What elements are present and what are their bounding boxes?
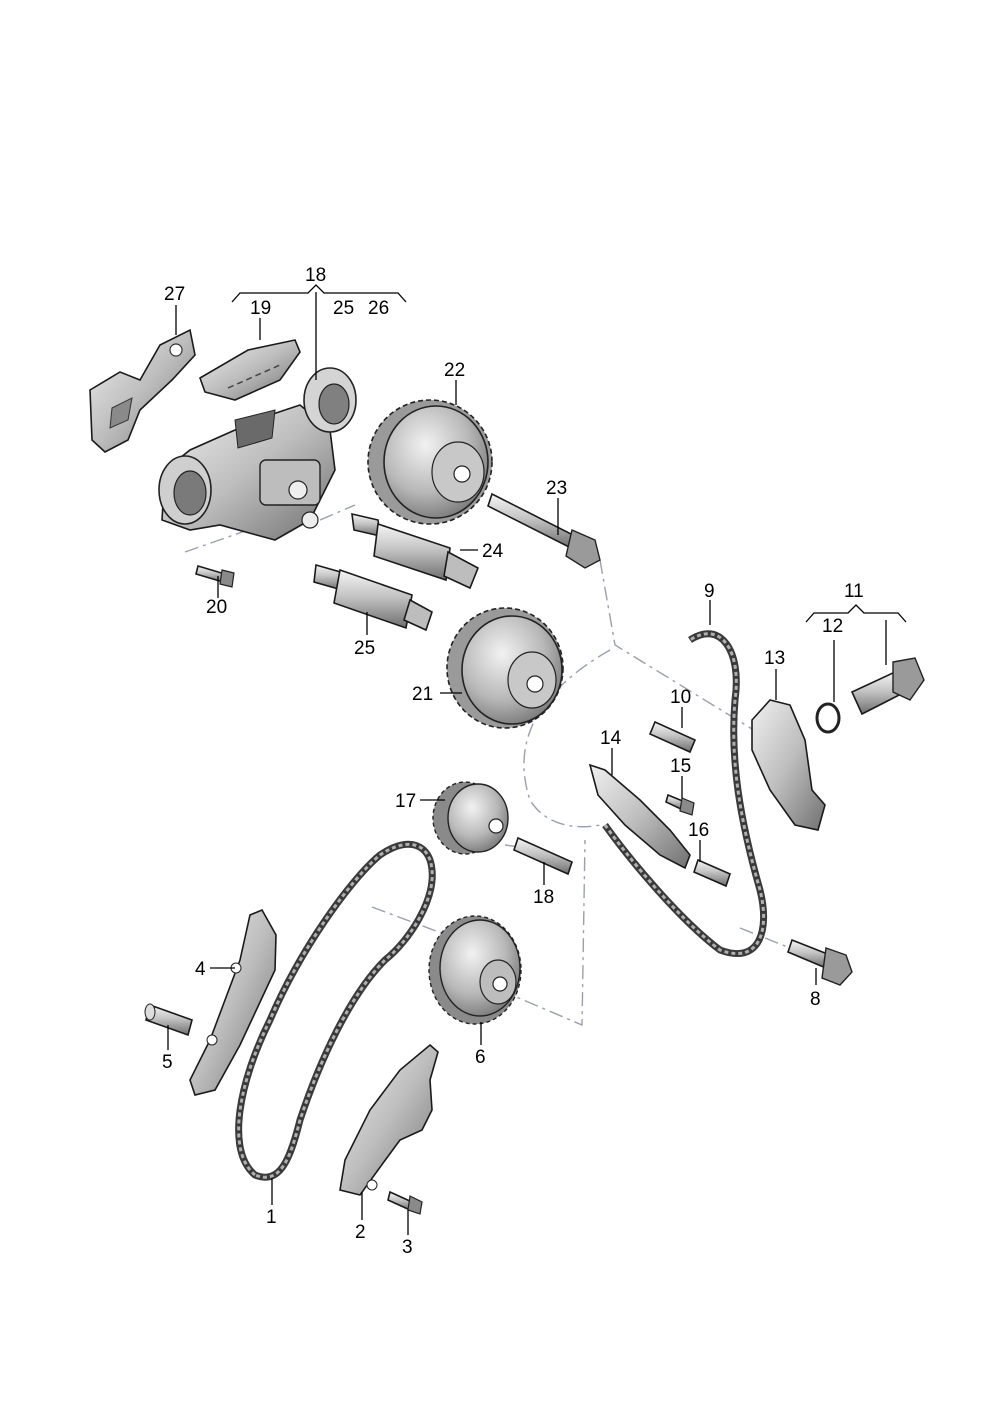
callout-24: 23: [546, 478, 567, 499]
callout-5: 5: [162, 1052, 173, 1073]
callout-26: 25: [354, 638, 375, 659]
callout-16: 16: [688, 820, 709, 841]
callout-2: 2: [355, 1222, 366, 1243]
part-1-timing-chain: [235, 840, 436, 1181]
callout-23: 22: [444, 360, 465, 381]
part-17-sprocket: [432, 781, 509, 855]
part-27-gasket: [89, 328, 196, 453]
part-16-bolt: [693, 858, 731, 888]
callout-19-25: 25: [333, 298, 354, 319]
callout-13: 13: [764, 648, 785, 669]
part-13-tensioner-rail: [751, 699, 826, 831]
part-8-bolt: [787, 938, 853, 986]
part-21-bolt: [195, 564, 235, 588]
callout-19-26: 26: [368, 298, 389, 319]
callout-9: 9: [704, 581, 715, 602]
callout-27: 27: [164, 284, 185, 305]
callout-10: 10: [670, 687, 691, 708]
part-10-pin: [648, 720, 697, 754]
part-19-camshaft-housing: [158, 367, 357, 541]
part-3-bolt: [387, 1190, 423, 1215]
part-23-camshaft-adjuster: [367, 399, 493, 525]
callout-15: 15: [670, 756, 691, 777]
part-4-guide-rail: [189, 908, 277, 1096]
leader-lines: [167, 284, 907, 1235]
part-6-crankshaft-sprocket: [428, 915, 522, 1025]
callout-3: 3: [402, 1237, 413, 1258]
callout-4: 4: [195, 959, 206, 980]
callout-6: 6: [475, 1047, 486, 1068]
callout-14: 14: [600, 728, 622, 749]
part-20-cover-plate: [199, 339, 301, 401]
part-18-shaft: [513, 836, 573, 876]
part-24-central-bolt: [487, 492, 601, 569]
callout-21: 20: [206, 597, 227, 618]
part-14-chain-guide: [588, 763, 691, 870]
callout-11: 11: [844, 581, 864, 602]
callout-8: 8: [810, 989, 821, 1010]
callout-20: 19: [250, 298, 271, 319]
part-12-seal-ring: [815, 702, 841, 734]
part-15-bolt: [665, 793, 695, 816]
part-25-control-valve: [351, 512, 480, 590]
callout-12: 12: [822, 616, 843, 637]
callout-labels: 18 19 25 26 27 22 23 24 20 25 21 9 11 12…: [162, 265, 864, 1258]
part-22-camshaft-adjuster: [446, 607, 564, 729]
part-9-timing-chain: [602, 630, 768, 957]
callout-22: 21: [412, 684, 433, 705]
part-26-control-valve: [313, 563, 433, 632]
part-11-chain-tensioner: [850, 657, 925, 716]
callout-25: 24: [482, 541, 504, 562]
callout-17: 17: [395, 791, 416, 812]
part-2-tensioner-rail: [339, 1043, 439, 1196]
callout-18: 18: [533, 887, 554, 908]
callout-1: 1: [266, 1207, 277, 1228]
callout-19: 18: [305, 265, 326, 286]
part-5-pin: [144, 1003, 193, 1037]
